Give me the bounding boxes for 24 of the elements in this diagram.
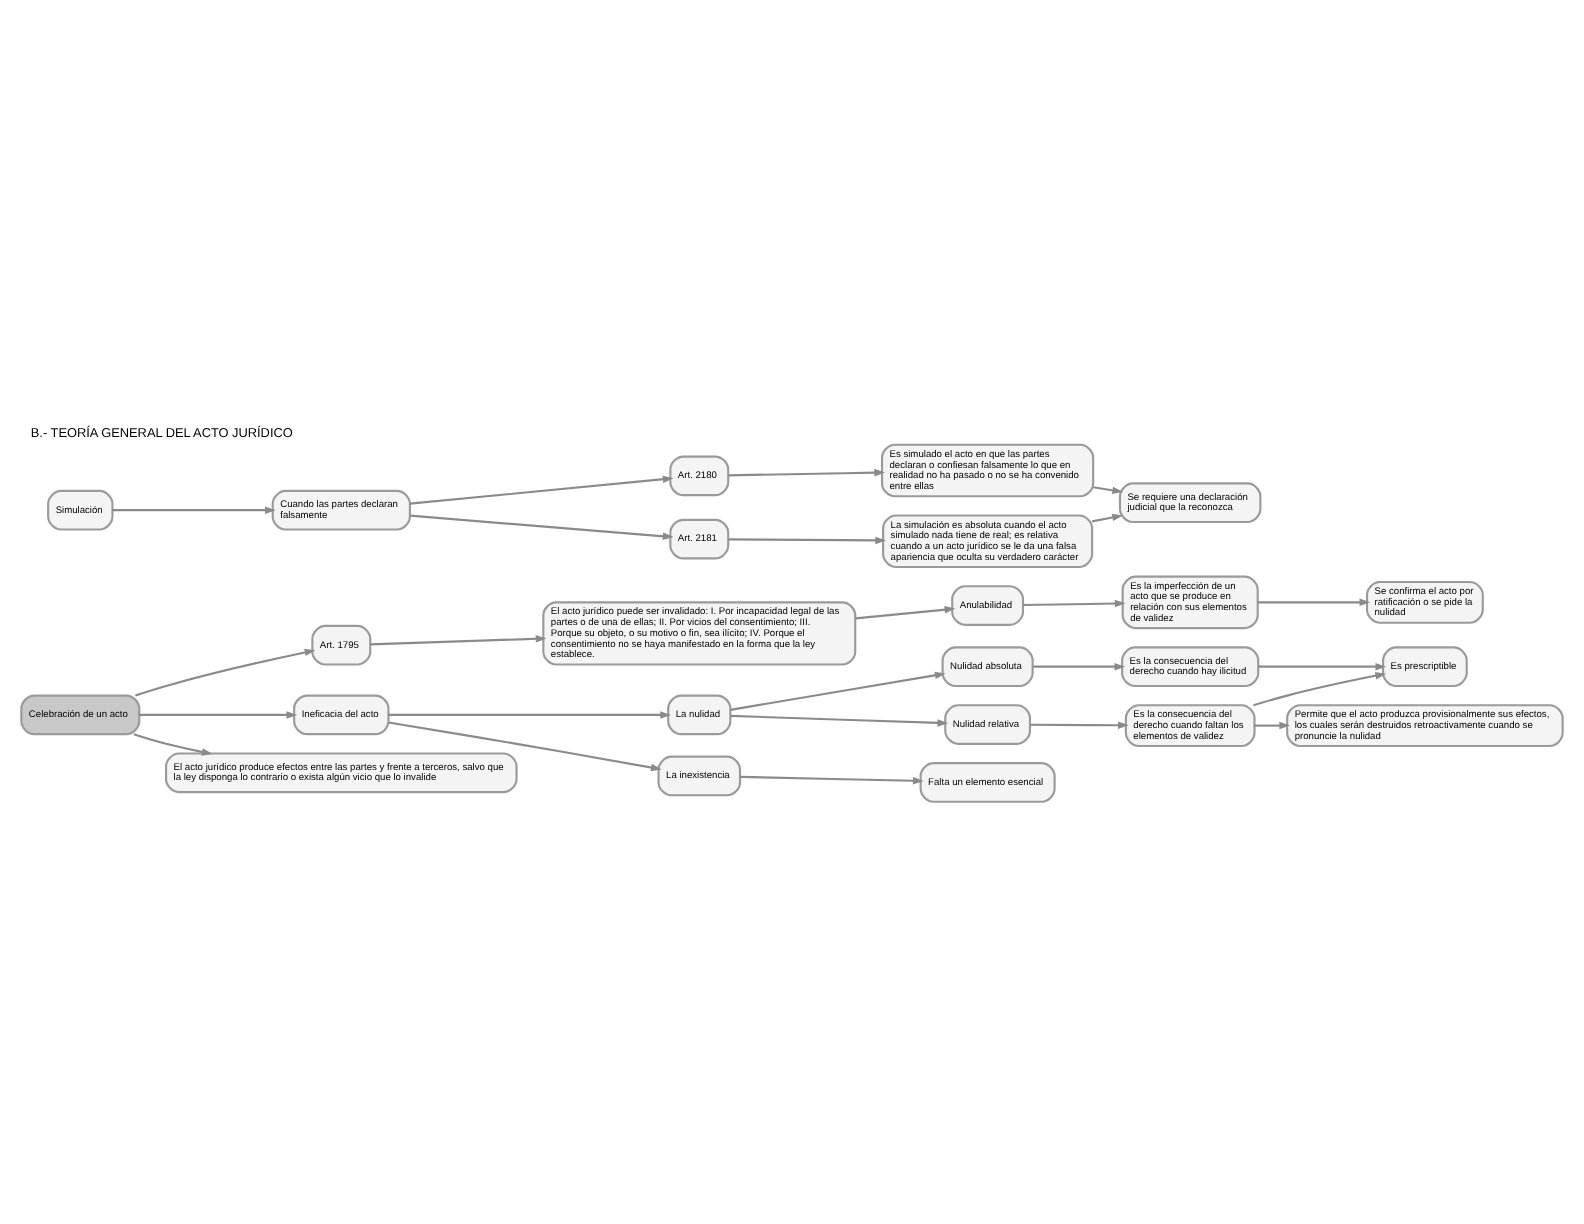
arrow: [410, 475, 674, 505]
arrow: [730, 671, 946, 711]
arrow: [135, 648, 316, 697]
arrow: [112, 506, 276, 514]
arrow: [728, 468, 886, 477]
arrow: [855, 605, 956, 620]
arrow: [1254, 721, 1291, 730]
arrow: [139, 711, 298, 719]
arrow: [370, 635, 547, 646]
arrow: [1032, 662, 1126, 671]
arrow: [410, 514, 674, 540]
arrow: [1257, 598, 1371, 607]
arrow: [728, 536, 887, 545]
arrow: [1258, 662, 1387, 671]
arrow: [388, 721, 662, 772]
arrow: [740, 775, 924, 785]
arrow: [1091, 513, 1123, 523]
arrow: [388, 711, 671, 719]
arrow: [133, 733, 213, 756]
arrow: [1030, 721, 1129, 729]
arrow: [1093, 486, 1124, 495]
arrow: [730, 714, 949, 727]
arrow: [1253, 672, 1387, 707]
arrow: [1023, 599, 1126, 608]
